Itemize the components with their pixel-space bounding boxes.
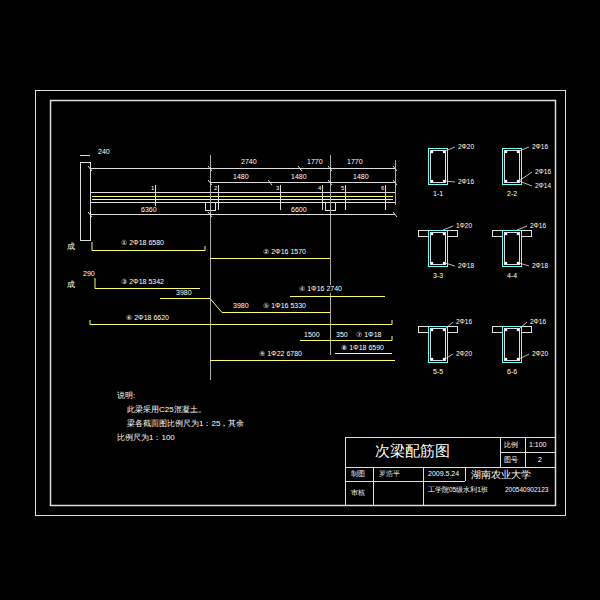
dimension-label: 1480: [352, 173, 370, 181]
callout-label: 2Φ16: [531, 143, 549, 150]
section-view: 2-2: [492, 140, 532, 202]
section-name: 4-4: [506, 272, 518, 280]
callout-label: 2Φ16: [534, 168, 552, 175]
callout-label: 2Φ16: [529, 222, 547, 229]
section-drawing: [492, 318, 532, 366]
section-name: 6-6: [506, 368, 518, 376]
dimension-label: 1480: [232, 173, 250, 181]
title-cell-label: 制图: [350, 470, 366, 478]
section-drawing: [418, 318, 458, 366]
note-label: 成: [66, 281, 76, 290]
section-mark-label: 3: [275, 185, 280, 192]
section-drawing: [492, 140, 532, 188]
section-name: 2-2: [506, 190, 518, 198]
leader-lines: [443, 147, 532, 359]
callout-label: 2Φ16: [455, 318, 473, 325]
dimension-lines: [80, 156, 397, 218]
dimension-label: 6360: [140, 206, 158, 214]
beam-elevation: [81, 163, 396, 241]
title-cell-label: 工学院05级水利1班: [427, 486, 489, 493]
callout-label: 1Φ20: [455, 222, 473, 229]
title-block-grid: [345, 437, 556, 506]
section-view: 4-4: [492, 222, 532, 284]
dimension-label: 6600: [290, 206, 308, 214]
section-view: 6-6: [492, 318, 532, 380]
section-name: 1-1: [432, 190, 444, 198]
rebar-label-label: ⑨ 1Φ22 6780: [258, 350, 303, 358]
section-mark-label: 2: [213, 185, 218, 192]
callout-label: 2Φ16: [457, 178, 475, 185]
section-marks: [156, 185, 386, 210]
grid-lines: [211, 155, 396, 380]
note-label: 说明:: [116, 392, 136, 401]
drawing-title: 次梁配筋图: [375, 442, 450, 461]
inner-frame: [51, 101, 556, 506]
rebar-label-label: ③ 2Φ18 5342: [120, 278, 165, 286]
title-cell-label: 2009.5.24: [427, 470, 460, 478]
section-drawing: [492, 222, 532, 270]
callout-label: 2Φ20: [457, 143, 475, 150]
title-cell-label: 罗浩平: [378, 470, 401, 478]
rebar-label-label: ⑦ 1Φ18: [355, 331, 382, 339]
dimension-label: 1480: [290, 173, 308, 181]
note-label: 此梁采用C25混凝土。: [126, 406, 207, 415]
dimension-label: 240: [97, 148, 111, 156]
dimension-label: 1770: [346, 158, 364, 166]
dimension-label: 3980: [175, 289, 193, 297]
section-drawing: [418, 222, 458, 270]
title-cell-label: 200540902123: [504, 486, 549, 493]
outer-frame: [36, 91, 566, 516]
callout-label: 2Φ14: [534, 182, 552, 189]
section-mark-label: 6: [380, 185, 385, 192]
title-cell-label: 2: [537, 456, 543, 464]
dimension-label: 3980: [232, 302, 250, 310]
dimension-label: 2740: [240, 158, 258, 166]
dimension-label: 1500: [303, 331, 321, 339]
section-mark-label: 5: [340, 185, 345, 192]
rebar-label-label: ⑧ 1Φ18 6590: [340, 344, 385, 352]
title-cell-label: 图号: [503, 456, 519, 464]
rebar-label-label: ⑥ 2Φ18 6620: [125, 314, 170, 322]
callout-label: 2Φ18: [457, 262, 475, 269]
section-name: 3-3: [432, 272, 444, 280]
section-drawing: [418, 140, 458, 188]
callout-label: 2Φ16: [529, 318, 547, 325]
rebar-label-label: ② 2Φ16 1570: [262, 248, 307, 256]
dimension-label: 290: [82, 270, 96, 278]
section-view: 3-3: [418, 222, 458, 284]
note-label: 成: [66, 243, 76, 252]
callout-label: 2Φ20: [455, 350, 473, 357]
rebar-label-label: ⑤ 1Φ16 5330: [262, 302, 307, 310]
section-view: 5-5: [418, 318, 458, 380]
section-mark-label: 1: [150, 185, 155, 192]
note-label: 梁各截面图比例尺为1：25，其余: [126, 420, 245, 429]
callout-label: 2Φ20: [531, 350, 549, 357]
section-mark-label: 4: [317, 185, 322, 192]
section-name: 5-5: [432, 368, 444, 376]
title-cell-label: 比例: [503, 441, 519, 449]
callout-label: 2Φ18: [531, 262, 549, 269]
rebar-details: [90, 242, 395, 361]
title-cell-label: 湖南农业大学: [470, 469, 532, 480]
dimension-label: 1770: [306, 158, 324, 166]
section-view: 1-1: [418, 140, 458, 202]
title-cell-label: 1:100: [528, 441, 548, 449]
title-cell-label: 审核: [350, 489, 366, 497]
dimension-label: 350: [335, 331, 349, 339]
rebar-label-label: ④ 1Φ16 2740: [298, 285, 343, 293]
note-label: 比例尺为1：100: [116, 434, 176, 443]
rebar-label-label: ① 2Φ18 6580: [120, 239, 165, 247]
